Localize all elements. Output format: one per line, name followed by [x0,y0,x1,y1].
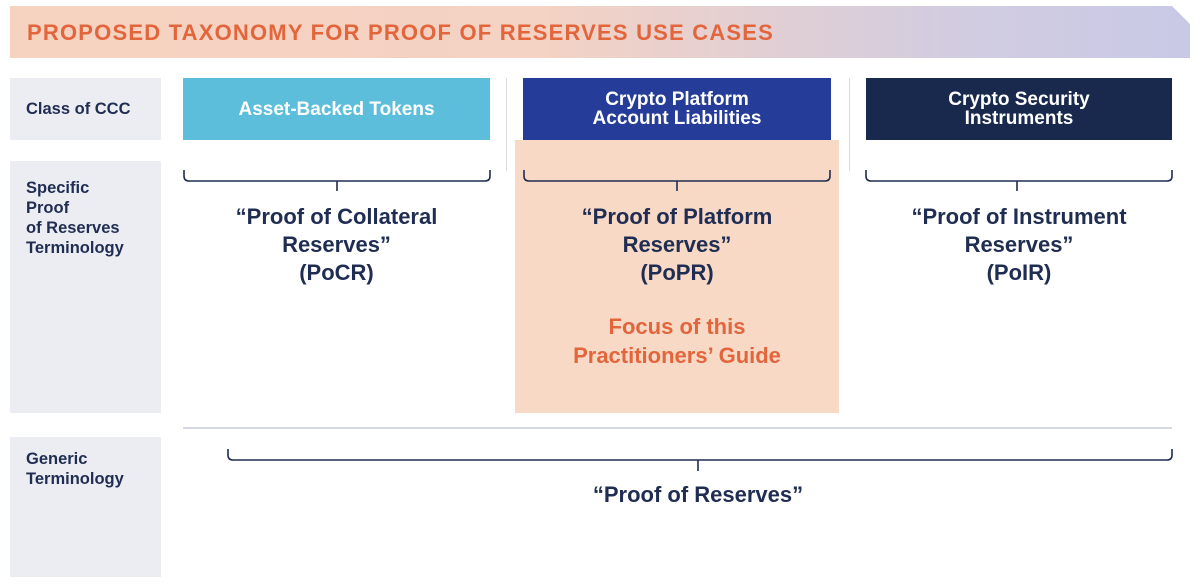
term-line: Reserves” [964,232,1074,257]
class-label: Instruments [964,108,1074,129]
term-line: (PoCR) [299,260,374,285]
column-divider [506,78,507,171]
focus-note-line: Focus of this [608,314,746,339]
class-label: Crypto Security [948,89,1090,110]
row-label-specific-line: Proof [26,199,70,217]
title-banner: PROPOSED TAXONOMY FOR PROOF OF RESERVES … [10,6,1190,58]
bracket-generic [227,449,1173,471]
term-proof-of-reserves: “Proof of Reserves” [592,482,804,507]
row-label-generic-terminology: Generic Terminology [10,437,161,577]
row-label-generic-line: Generic [26,450,88,468]
class-box-asset-backed-tokens: Asset-Backed Tokens [183,78,490,140]
class-label: Crypto Platform [605,89,749,110]
class-box-crypto-security-instruments: Crypto Security Instruments [866,78,1172,140]
term-line: (PoPR) [640,260,714,285]
page-title: PROPOSED TAXONOMY FOR PROOF OF RESERVES … [27,20,775,45]
row-label-specific-line: Specific [26,179,90,197]
class-label: Account Liabilities [592,108,762,129]
row-label-specific-line: of Reserves [26,219,120,237]
term-proof-of-instrument-reserves: “Proof of Instrument Reserves” (PoIR) [866,203,1172,287]
row-label-generic-line: Terminology [26,470,124,488]
bracket-poir [865,170,1173,191]
term-proof-of-collateral-reserves: “Proof of Collateral Reserves” (PoCR) [183,203,490,287]
term-line: “Proof of Instrument [911,204,1127,229]
term-line: Reserves” [282,232,391,257]
term-proof-of-platform-reserves: “Proof of Platform Reserves” (PoPR) [523,203,831,287]
class-label: Asset-Backed Tokens [238,98,435,120]
term-line: “Proof of Collateral [235,204,438,229]
row-divider [183,427,1172,429]
row-label-class-line: Class of CCC [26,100,131,118]
term-line: Reserves” [622,232,732,257]
bracket-pocr [183,170,491,191]
term-line: (PoIR) [986,260,1052,285]
row-label-specific-line: Terminology [26,239,124,257]
focus-note-line: Practitioners’ Guide [573,343,781,368]
row-label-class: Class of CCC [10,78,161,140]
column-divider [849,78,850,171]
row-label-specific-terminology: Specific Proof of Reserves Terminology [10,161,161,413]
focus-note: Focus of this Practitioners’ Guide [515,312,839,370]
term-line: “Proof of Platform [581,204,773,229]
class-box-crypto-platform-account-liabilities: Crypto Platform Account Liabilities [523,78,831,140]
